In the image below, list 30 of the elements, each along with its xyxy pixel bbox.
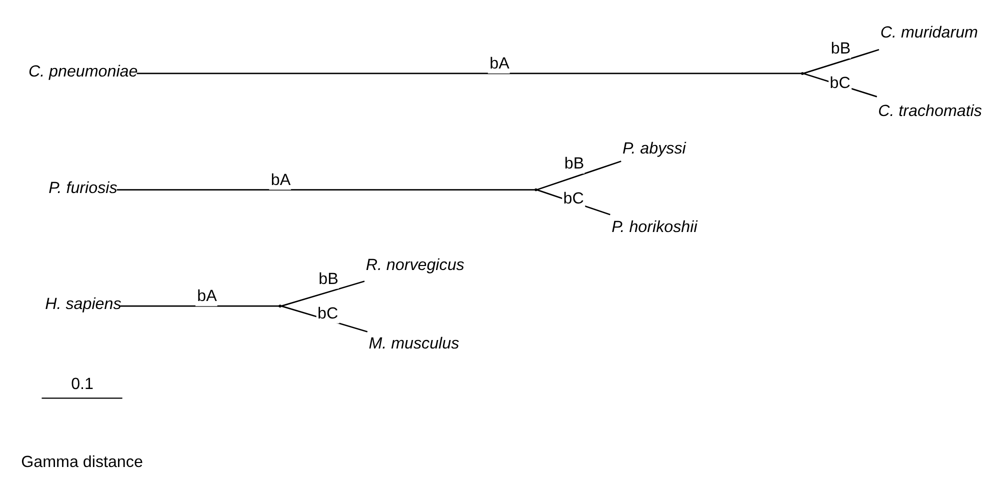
- edge-label: bB: [830, 39, 850, 58]
- node-point: [800, 72, 804, 74]
- connector: [280, 280, 364, 306]
- connector: [116, 188, 534, 190]
- connector: [536, 160, 621, 190]
- node-text: C. muridarum: [880, 22, 978, 41]
- label: 0.1: [70, 374, 93, 393]
- edge-label: bB: [318, 269, 338, 288]
- connector: [120, 304, 279, 306]
- node-point: [534, 188, 537, 191]
- edge-label: bA: [489, 54, 509, 72]
- label: Gamma distance: [20, 452, 142, 470]
- connector: [136, 72, 802, 74]
- edge-label: bA: [270, 170, 290, 188]
- node-text: C. trachomatis: [878, 101, 982, 120]
- edge-label: bC: [562, 188, 584, 207]
- node-point: [278, 304, 281, 307]
- connector: [280, 304, 368, 332]
- node-text: C. pneumoniae: [28, 62, 138, 80]
- node-text: P. horikoshii: [611, 218, 697, 236]
- edge-label: bA: [196, 286, 216, 305]
- node-text: P. furiosis: [48, 178, 117, 196]
- edge-label: bC: [316, 304, 338, 322]
- node-text: R. norvegicus: [365, 256, 464, 274]
- connector: [802, 48, 879, 74]
- node-text: P. abyssi: [622, 139, 686, 158]
- edge-label: bB: [564, 154, 584, 172]
- node-text: H. sapiens: [44, 294, 121, 313]
- node-text: M. musculus: [368, 334, 459, 352]
- edge-label: bC: [829, 74, 850, 92]
